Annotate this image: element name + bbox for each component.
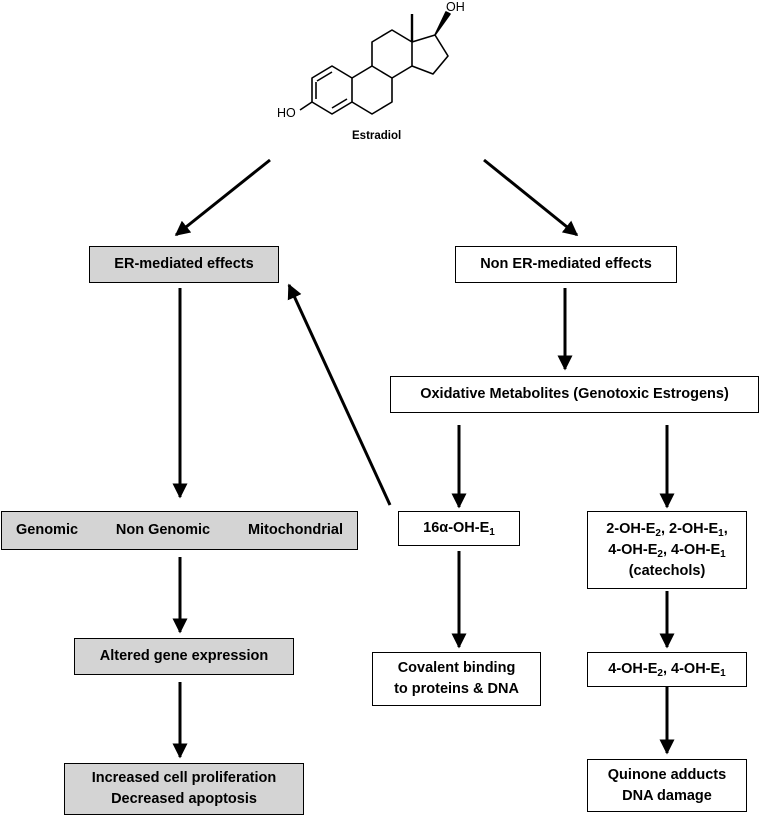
altered-gene-label: Altered gene expression: [99, 648, 269, 664]
effect-genomic: Genomic: [16, 522, 79, 538]
formula-subscript: 1: [720, 668, 726, 679]
oxidative-metabolites-label: Oxidative Metabolites (Genotoxic Estroge…: [420, 386, 729, 402]
catechols-line-2: 4-OH-E2, 4-OH-E1: [608, 540, 725, 561]
altered-gene-box: Altered gene expression: [74, 638, 294, 675]
effect-non-genomic: Non Genomic: [115, 522, 211, 538]
catechols-box: 2-OH-E2, 2-OH-E1, 4-OH-E2, 4-OH-E1 (cate…: [587, 511, 747, 589]
formula-subscript: 1: [718, 527, 724, 539]
effect-mitochondrial: Mitochondrial: [247, 522, 343, 538]
formula-text: 4-OH-E: [608, 541, 658, 558]
covalent-line-1: Covalent binding: [397, 660, 516, 676]
arrow-estradiol-to-non-er: [483, 158, 579, 237]
hydroxy4-label: 4-OH-E2, 4-OH-E1: [608, 659, 725, 680]
er-mediated-label: ER-mediated effects: [114, 256, 254, 272]
oh-top-label: OH: [446, 0, 465, 14]
catechols-line-3: (catechols): [629, 561, 706, 582]
formula-subscript: 2: [655, 527, 661, 539]
formula-text: , 2-OH-E: [660, 520, 719, 537]
arrow-16oh-to-er: [287, 283, 392, 506]
formula-text: (catechols): [628, 562, 706, 579]
formula-text: , 4-OH-E: [662, 541, 721, 558]
formula-text: 2-OH-E: [606, 520, 656, 537]
hydroxy16-label: 16α-OH-E1: [423, 520, 495, 538]
effects-box: Genomic Non Genomic Mitochondrial: [1, 511, 358, 550]
formula-subscript: 1: [720, 548, 726, 560]
formula-text: ,: [723, 520, 728, 537]
non-er-mediated-box: Non ER-mediated effects: [455, 246, 677, 283]
estradiol-label: Estradiol: [352, 130, 402, 142]
arrow-estradiol-to-er: [174, 158, 271, 237]
formula-subscript: 2: [657, 668, 663, 679]
covalent-line-2: to proteins & DNA: [394, 681, 519, 697]
formula-text: , 4-OH-E: [662, 661, 721, 677]
covalent-binding-box: Covalent binding to proteins & DNA: [372, 652, 541, 706]
non-er-mediated-label: Non ER-mediated effects: [480, 256, 652, 272]
quinone-line-1: Quinone adducts: [607, 766, 727, 783]
hydroxy16-box: 16α-OH-E1: [398, 511, 520, 546]
formula-text: 4-OH-E: [608, 661, 658, 677]
oh-left-label: HO: [277, 106, 296, 120]
er-mediated-box: ER-mediated effects: [89, 246, 279, 283]
quinone-line-2: DNA damage: [622, 787, 712, 804]
estradiol-structure: [299, 11, 451, 115]
quinone-box: Quinone adducts DNA damage: [587, 759, 747, 812]
catechols-line-1: 2-OH-E2, 2-OH-E1,: [606, 519, 728, 540]
outcome-line-2: Decreased apoptosis: [111, 791, 257, 807]
formula-subscript: 2: [657, 548, 663, 560]
oxidative-metabolites-box: Oxidative Metabolites (Genotoxic Estroge…: [390, 376, 759, 413]
hydroxy4-box: 4-OH-E2, 4-OH-E1: [587, 652, 747, 687]
outcome-box: Increased cell proliferation Decreased a…: [64, 763, 304, 815]
outcome-line-1: Increased cell proliferation: [91, 770, 277, 786]
